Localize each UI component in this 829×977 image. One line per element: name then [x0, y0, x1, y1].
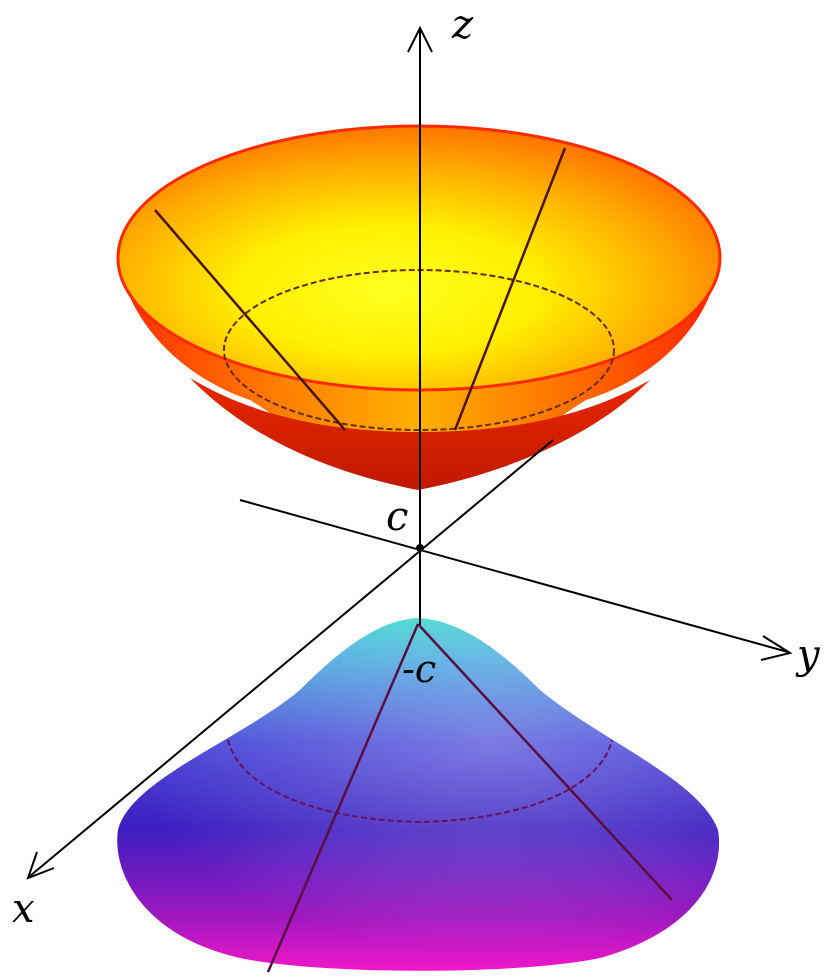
upper-sheet-ruling-right [453, 147, 567, 431]
lower-sheet-highlight [117, 618, 720, 971]
y-axis-arrow [760, 635, 793, 661]
upper-sheet-ruling-left [154, 209, 346, 431]
z-axis-label: z [451, 2, 474, 48]
y-axis [239, 499, 789, 653]
lower-sheet-ruling-left [266, 623, 420, 973]
z-axis-arrow [407, 25, 433, 53]
lower-sheet-grid-ring [227, 739, 613, 824]
origin-point [416, 544, 424, 552]
axes [26, 25, 793, 880]
vertex-neg-c-label: -c [402, 647, 436, 691]
lower-sheet-ruling-right [417, 623, 673, 901]
x-axis [29, 439, 554, 877]
lower-sheet [117, 618, 720, 973]
x-axis-label: x [12, 886, 35, 932]
vertex-c-label: c [386, 494, 408, 540]
y-axis-label: y [795, 632, 821, 678]
x-axis-arrow [26, 851, 55, 880]
